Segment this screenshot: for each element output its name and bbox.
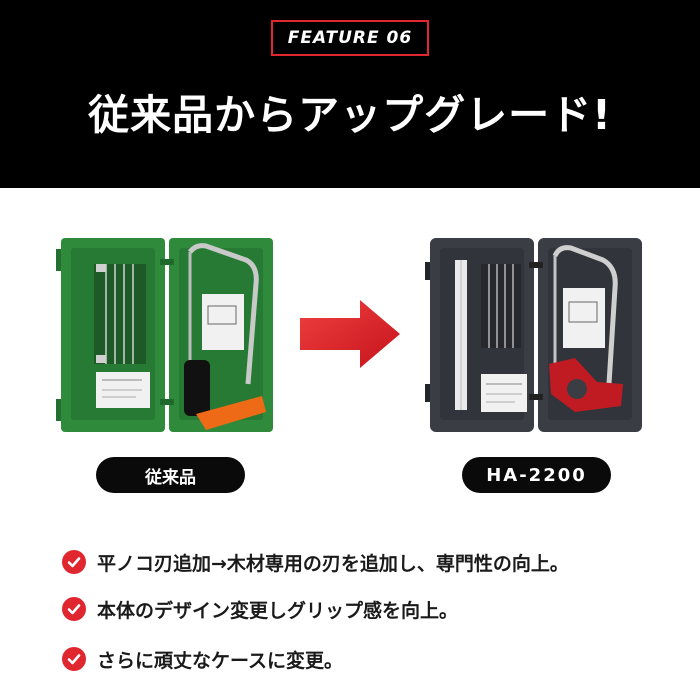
saw-case-green-image (56, 234, 278, 436)
new-product-label: HA-2200 (462, 457, 611, 493)
list-item: 平ノコ刃追加→木材専用の刃を追加し、専門性の向上。 (62, 545, 682, 579)
feature-text: さらに頑丈なケースに変更。 (97, 649, 344, 672)
feature-badge: FEATURE 06 (271, 20, 429, 56)
arrow-right-icon (300, 300, 400, 368)
check-icon (62, 550, 86, 574)
feature-text: 本体のデザイン変更しグリップ感を向上。 (97, 599, 459, 622)
feature-text: 平ノコ刃追加→木材専用の刃を追加し、専門性の向上。 (97, 552, 569, 575)
headline: 従来品からアップグレード! (88, 91, 612, 139)
saw-case-black-image (425, 234, 647, 436)
old-product-label: 従来品 (96, 457, 245, 493)
check-icon (62, 647, 86, 671)
header-banner: FEATURE 06 従来品からアップグレード! (0, 0, 700, 188)
check-icon (62, 597, 86, 621)
list-item: さらに頑丈なケースに変更。 (62, 642, 682, 676)
list-item: 本体のデザイン変更しグリップ感を向上。 (62, 592, 682, 626)
